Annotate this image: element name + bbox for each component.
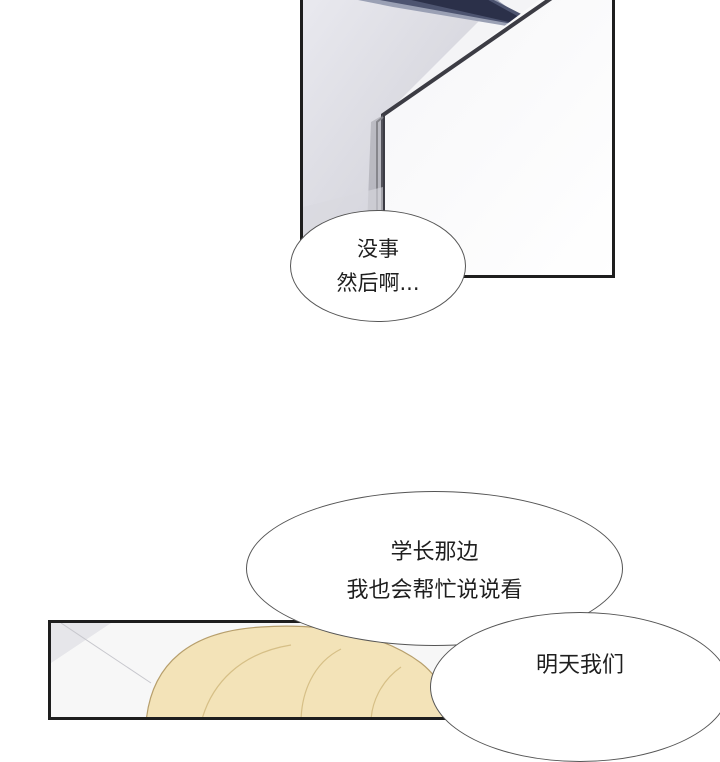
speech-line: 我也会帮忙说说看	[346, 577, 523, 603]
speech-bubble-2: 学长那边 我也会帮忙说说看	[246, 491, 623, 646]
speech-line: 没事	[357, 237, 399, 261]
speech-line: 然后啊...	[336, 271, 420, 295]
speech-bubble-1: 没事 然后啊...	[290, 210, 466, 322]
speech-line: 学长那边	[390, 539, 479, 565]
speech-line: 明天我们	[535, 653, 624, 678]
speech-bubble-3: 明天我们	[430, 612, 720, 762]
